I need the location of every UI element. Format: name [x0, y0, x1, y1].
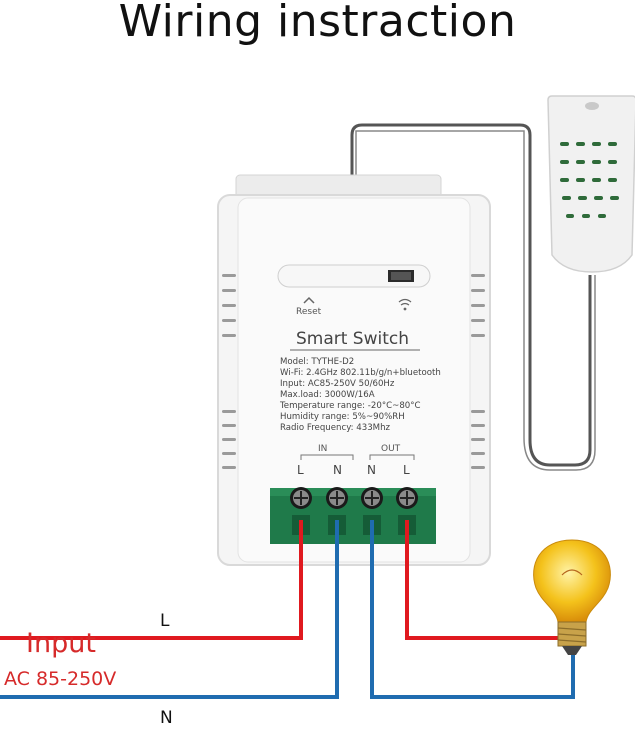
- input-voltage: AC 85-250V: [4, 668, 117, 690]
- smart-switch-device: [217, 174, 491, 566]
- spec-line: Model: TYTHE-D2: [280, 357, 355, 367]
- input-label: Input: [26, 628, 96, 659]
- neutral-wire-label: N: [160, 708, 173, 728]
- spec-line: Humidity range: 5%~90%RH: [280, 412, 405, 422]
- input-neutral-wire: [0, 520, 339, 699]
- reset-label: Reset: [296, 307, 322, 317]
- out-label: OUT: [381, 444, 401, 454]
- terminal-label: N: [333, 463, 342, 477]
- input-line-wire: [0, 520, 303, 640]
- in-label: IN: [318, 444, 328, 454]
- sensor-cable: [350, 123, 592, 467]
- device-name: Smart Switch: [295, 329, 410, 349]
- terminal-block: [270, 487, 436, 544]
- spec-line: Wi-Fi: 2.4GHz 802.11b/g/n+bluetooth: [280, 368, 441, 378]
- output-line-wire: [405, 520, 560, 640]
- spec-line: Temperature range: -20°C~80°C: [280, 401, 421, 411]
- spec-line: Radio Frequency: 433Mhz: [280, 423, 391, 433]
- light-bulb-icon: [533, 539, 611, 655]
- diagram-title: Wiring instraction: [118, 0, 517, 47]
- reset-arrow-icon: [303, 296, 315, 304]
- terminal-label: N: [367, 463, 376, 477]
- terminal-label: L: [403, 463, 410, 477]
- terminal-label: L: [297, 463, 304, 477]
- wifi-icon: [398, 298, 412, 311]
- line-wire-label: L: [160, 611, 170, 631]
- output-neutral-wire: [370, 520, 575, 699]
- temperature-humidity-sensor-icon: [547, 95, 635, 273]
- spec-line: Max.load: 3000W/16A: [280, 390, 375, 400]
- spec-line: Input: AC85-250V 50/60Hz: [280, 379, 395, 389]
